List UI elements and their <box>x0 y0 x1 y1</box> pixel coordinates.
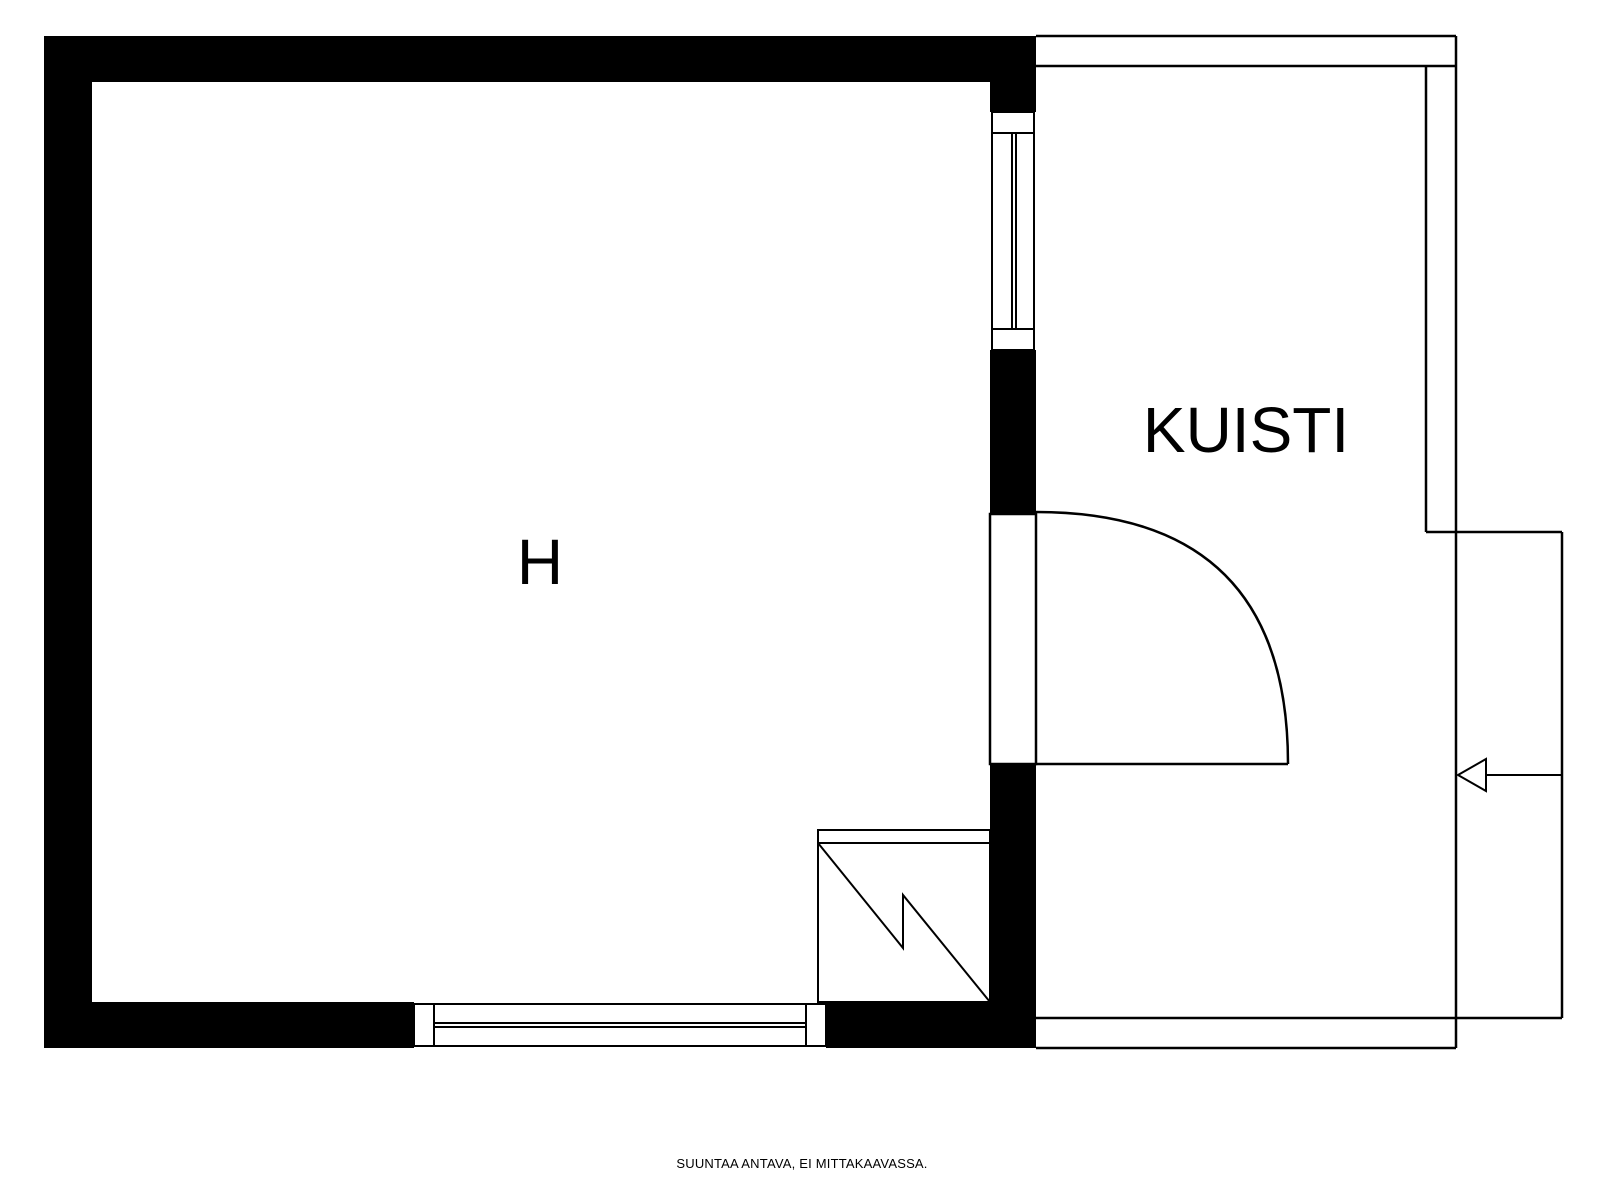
door-swing-arc <box>1035 510 1290 765</box>
fireplace-flue <box>817 842 991 1003</box>
wall-bottom-left <box>44 1002 414 1048</box>
wall-left <box>44 36 92 1048</box>
scale-disclaimer: SUUNTAA ANTAVA, EI MITTAKAAVASSA. <box>676 1156 927 1171</box>
wall-right-top <box>990 36 1036 112</box>
door-opening <box>988 512 1038 766</box>
room-label-main: H <box>517 526 563 598</box>
window-right-wall <box>991 111 1035 351</box>
window-bottom-wall <box>413 1003 827 1047</box>
main-room-walls <box>44 36 1036 1048</box>
wall-right-middle <box>990 350 1036 514</box>
window-frame <box>413 1003 827 1047</box>
room-label-porch: KUISTI <box>1143 394 1349 466</box>
wall-right-bottom <box>990 764 1036 1048</box>
wall-top <box>44 36 1036 82</box>
porch-walls <box>1036 34 1564 1050</box>
fireplace-icon <box>817 829 991 1003</box>
entrance-arrow-icon <box>1455 757 1562 793</box>
door-h-kuisti <box>988 510 1290 766</box>
